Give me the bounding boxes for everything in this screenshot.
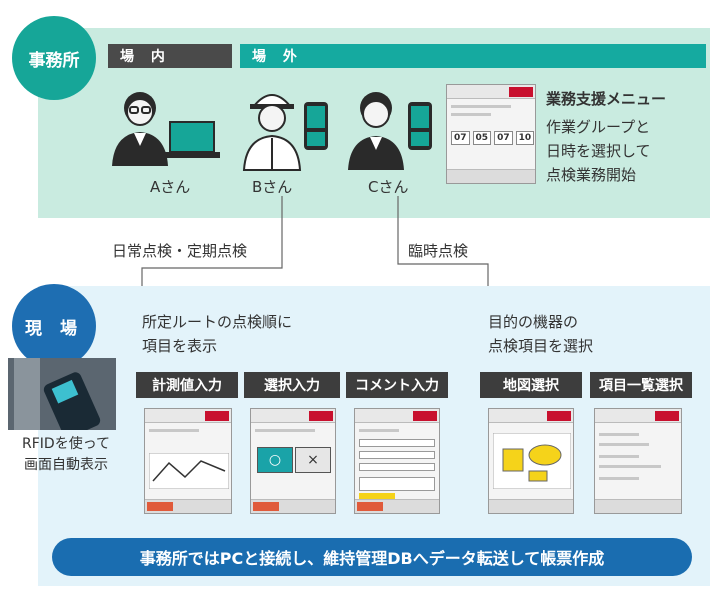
screen-selection: ○ × <box>250 408 336 514</box>
inside-bar: 場 内 <box>108 44 232 68</box>
tag-map-select: 地図選択 <box>480 372 582 398</box>
menu-screen-footer <box>447 169 535 183</box>
circle-choice-icon: ○ <box>257 447 293 473</box>
menu-screen-field: 07 <box>494 131 513 145</box>
outside-bar: 場 外 <box>240 44 706 68</box>
screen-header <box>595 409 681 423</box>
screen-line <box>599 477 639 480</box>
rfid-caption: RFIDを使って 画面自動表示 <box>2 434 130 476</box>
screen-map <box>488 408 574 514</box>
screen-header <box>145 409 231 423</box>
screen-footer-button <box>147 502 173 511</box>
menu-screen-header <box>447 85 535 99</box>
comment-field <box>359 439 435 447</box>
routine-inspection-label: 日常点検・定期点検 <box>112 242 248 260</box>
tag-selection-input: 選択入力 <box>244 372 340 398</box>
rfid-handheld-icon <box>8 358 116 430</box>
menu-text-2: 日時を選択して <box>546 142 651 160</box>
screen-line <box>255 429 315 432</box>
site-circle: 現 場 <box>12 284 96 368</box>
comment-yellow-button <box>359 493 395 501</box>
menu-text-3: 点検業務開始 <box>546 166 637 184</box>
person-a-label: Aさん <box>150 178 191 196</box>
bottom-banner-text: 事務所ではPCと接続し、維持管理DBへデータ転送して帳票作成 <box>139 549 605 568</box>
measurement-graph-icon <box>149 453 229 489</box>
screen-footer <box>251 499 335 513</box>
screen-measurement <box>144 408 232 514</box>
comment-field <box>359 463 435 471</box>
person-b-label: Bさん <box>252 178 293 196</box>
cross-choice-icon: × <box>295 447 331 473</box>
menu-screen-line <box>451 113 491 116</box>
menu-screen-thumbnail: 07 05 07 10 <box>446 84 536 184</box>
screen-footer <box>595 499 681 513</box>
rfid-text-1: RFIDを使って <box>22 436 110 452</box>
adhoc-connector <box>397 196 489 306</box>
hitachi-logo-icon <box>509 87 533 97</box>
comment-field <box>359 451 435 459</box>
hitachi-logo-icon <box>655 411 679 421</box>
screen-footer <box>489 499 573 513</box>
menu-text-1: 作業グループと <box>546 118 651 136</box>
map-icon <box>493 433 571 489</box>
comment-box <box>359 477 435 491</box>
adhoc-inspection-label: 臨時点検 <box>408 242 469 260</box>
screen-footer <box>355 499 439 513</box>
menu-screen-field: 07 <box>451 131 470 145</box>
hitachi-logo-icon <box>205 411 229 421</box>
person-a-laptop-icon <box>112 92 220 166</box>
screen-line <box>599 465 661 468</box>
tag-item-list-select: 項目一覧選択 <box>590 372 692 398</box>
person-b-helmet-icon <box>242 94 328 171</box>
target-text-2: 点検項目を選択 <box>488 337 594 355</box>
screen-footer-button <box>357 502 383 511</box>
screen-footer-button <box>253 502 279 511</box>
screen-header <box>489 409 573 423</box>
screen-footer <box>145 499 231 513</box>
screen-line <box>599 455 639 458</box>
office-label: 事務所 <box>28 50 80 71</box>
target-text-1: 目的の機器の <box>488 313 579 331</box>
inside-label: 場 内 <box>120 49 171 65</box>
rfid-text-2: 画面自動表示 <box>24 457 108 473</box>
outside-label: 場 外 <box>252 49 303 65</box>
office-circle: 事務所 <box>12 16 96 100</box>
bottom-banner: 事務所ではPCと接続し、維持管理DBへデータ転送して帳票作成 <box>52 538 692 576</box>
screen-header <box>251 409 335 423</box>
hitachi-logo-icon <box>413 411 437 421</box>
menu-screen-field: 10 <box>515 131 535 145</box>
route-text-1: 所定ルートの点検順に <box>142 313 293 331</box>
screen-line <box>149 429 199 432</box>
hitachi-logo-icon <box>547 411 571 421</box>
screen-line <box>599 433 639 436</box>
hitachi-logo-icon <box>309 411 333 421</box>
route-text-2: 項目を表示 <box>142 337 218 355</box>
screen-comment <box>354 408 440 514</box>
screen-line <box>599 443 649 446</box>
menu-screen-line <box>451 105 511 108</box>
person-c-label: Cさん <box>368 178 409 196</box>
site-label: 現 場 <box>25 318 83 339</box>
menu-title: 業務支援メニュー <box>546 90 667 108</box>
tag-comment-input: コメント入力 <box>346 372 448 398</box>
tag-measurement-input: 計測値入力 <box>136 372 238 398</box>
rfid-photo <box>8 358 116 430</box>
menu-screen-date-fields: 07 05 07 10 <box>451 131 535 145</box>
person-c-handheld-icon <box>348 92 432 170</box>
screen-item-list <box>594 408 682 514</box>
screen-line <box>359 429 399 432</box>
screen-header <box>355 409 439 423</box>
menu-screen-field: 05 <box>472 131 492 145</box>
